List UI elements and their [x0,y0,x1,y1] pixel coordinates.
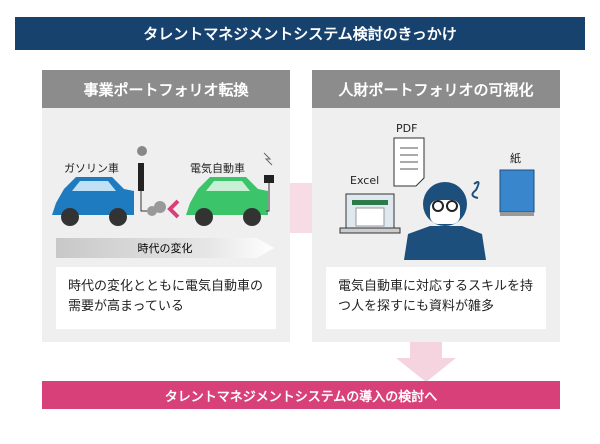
fuel-pump-icon [137,146,150,212]
right-arrow-connector [286,183,316,233]
ev-car-label: 電気自動車 [190,162,245,175]
paper-label: 紙 [510,152,521,165]
plug-icon [263,152,274,212]
page-title: タレントマネジメントシステム検討のきっかけ [15,17,585,50]
document-illustration [339,137,535,260]
car-illustration [52,146,274,226]
excel-laptop-icon [339,193,401,234]
description-box: 時代の変化とともに電気自動車の需要が高まっている [56,267,276,329]
confusion-swirl-icon [471,181,480,199]
excel-label: Excel [350,174,380,187]
timeline-arrow [56,238,274,258]
panel-header: 事業ポートフォリオ転換 [42,70,290,108]
pdf-document-icon [393,137,425,187]
talent-portfolio-panel: 人財ポートフォリオの可視化 PDF Excel 紙 電気自動車に対応するスキルを… [312,70,560,342]
ev-car-icon [186,177,268,226]
gas-car-icon [52,177,134,226]
timeline-label: 時代の変化 [137,242,193,255]
gas-car-label: ガソリン車 [64,162,119,175]
conclusion-banner: タレントマネジメントシステムの導入の検討へ [42,381,560,409]
exhaust-icon [147,201,166,216]
person-thinking-icon [404,182,486,260]
down-arrow-icon [396,340,456,382]
chevron-left-icon [167,199,180,219]
panel-header: 人財ポートフォリオの可視化 [312,70,560,108]
pdf-label: PDF [396,122,418,135]
business-portfolio-panel: 事業ポートフォリオ転換 ガソリン車 電気自動車 時代の変化 時代の変化とともに電… [42,70,290,342]
paper-book-icon [499,169,535,216]
description-box: 電気自動車に対応するスキルを持つ人を探すにも資料が雑多 [326,267,546,329]
